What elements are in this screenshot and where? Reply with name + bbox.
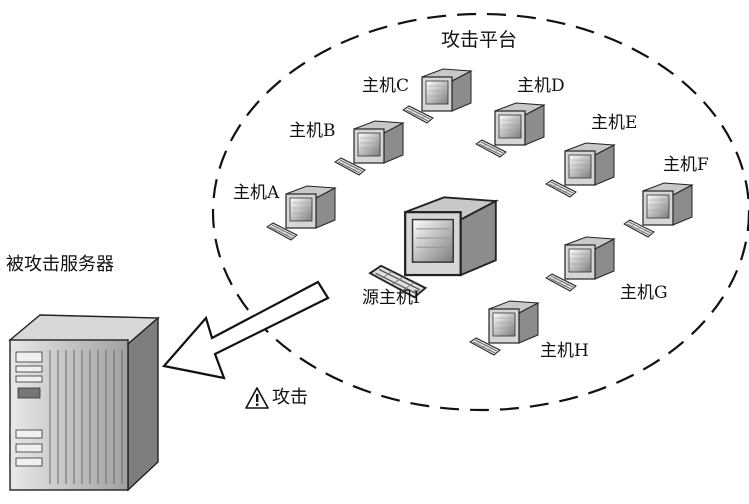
server-icon <box>8 314 160 492</box>
host-e-label: 主机E <box>591 113 638 133</box>
host-b-computer-icon <box>334 120 404 176</box>
warning-triangle-icon <box>245 387 269 409</box>
attack-label: 攻击 <box>272 387 308 408</box>
host-e-computer-icon <box>545 142 615 198</box>
host-d-computer-icon <box>475 102 545 158</box>
attack-arrow <box>161 280 330 380</box>
host-f-computer-icon <box>623 182 693 238</box>
host-a-label: 主机A <box>233 183 280 203</box>
host-h-computer-icon <box>469 300 539 356</box>
host-b-label: 主机B <box>289 121 336 141</box>
host-f-label: 主机F <box>663 155 709 175</box>
source-host-label: 源主机I <box>362 288 420 308</box>
platform-title: 攻击平台 <box>441 29 518 51</box>
host-g-computer-icon <box>545 236 615 292</box>
host-c-label: 主机C <box>362 76 410 96</box>
host-d-label: 主机D <box>517 76 565 96</box>
host-c-computer-icon <box>402 68 472 124</box>
platform-boundary <box>211 12 749 412</box>
server-label: 被攻击服务器 <box>6 254 114 275</box>
host-h-label: 主机H <box>540 341 589 361</box>
host-g-label: 主机G <box>620 283 668 303</box>
source-host-computer-icon <box>368 196 497 299</box>
